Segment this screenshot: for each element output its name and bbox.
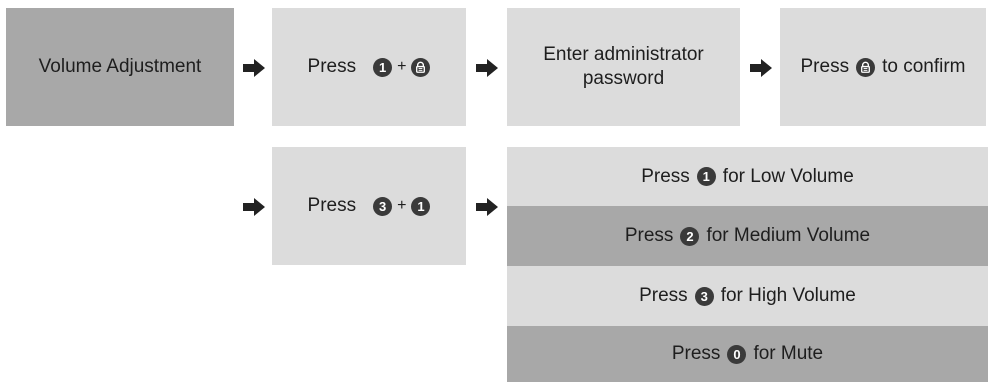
option-press-label: Press xyxy=(671,343,721,364)
right-arrow-icon xyxy=(476,198,498,216)
right-arrow-icon xyxy=(476,59,498,77)
press-1-plus-lock-box: Press 1 + xyxy=(272,8,466,126)
option-description: for Low Volume xyxy=(722,165,854,187)
option-medium-volume: Press 2 for Medium Volume xyxy=(507,206,988,266)
option-low-volume: Press 1 for Low Volume xyxy=(507,147,988,206)
right-arrow-icon xyxy=(243,198,265,216)
option-description: for High Volume xyxy=(720,285,856,306)
right-arrow-icon xyxy=(243,59,265,77)
option-press-label: Press xyxy=(639,285,688,306)
enter-password-line2: password xyxy=(582,68,665,89)
option-description: for Medium Volume xyxy=(706,225,871,246)
press-3-plus-1-box: Press 3 + 1 xyxy=(272,147,466,265)
key-2-icon: 2 xyxy=(680,226,700,246)
key-0-icon: 0 xyxy=(727,344,747,364)
confirm-label: to confirm xyxy=(882,56,966,77)
right-arrow-icon xyxy=(750,59,772,77)
option-description: for Mute xyxy=(753,343,824,364)
press-label: Press xyxy=(307,195,357,216)
key-3-icon: 3 xyxy=(694,286,714,306)
enter-password-line1: Enter administrator xyxy=(543,44,704,65)
key-1-icon: 1 xyxy=(373,57,393,77)
key-1-icon: 1 xyxy=(411,196,431,216)
volume-adjustment-label: Volume Adjustment xyxy=(38,56,202,77)
press-label: Press xyxy=(307,56,357,77)
key-1-icon: 1 xyxy=(696,167,716,186)
option-press-label: Press xyxy=(641,165,690,187)
option-press-label: Press xyxy=(624,225,674,246)
option-high-volume: Press 3 for High Volume xyxy=(507,266,988,326)
plus-sign: + xyxy=(397,58,407,75)
plus-sign: + xyxy=(397,197,407,214)
option-mute: Press 0 for Mute xyxy=(507,326,988,382)
press-lock-confirm-box: Press to confirm xyxy=(780,8,986,126)
press-label: Press xyxy=(800,56,850,77)
enter-password-box: Enter administrator password xyxy=(507,8,740,126)
lock-key-icon xyxy=(856,57,876,77)
volume-adjustment-box: Volume Adjustment xyxy=(6,8,234,126)
key-3-icon: 3 xyxy=(373,196,393,216)
lock-key-icon xyxy=(411,57,431,77)
